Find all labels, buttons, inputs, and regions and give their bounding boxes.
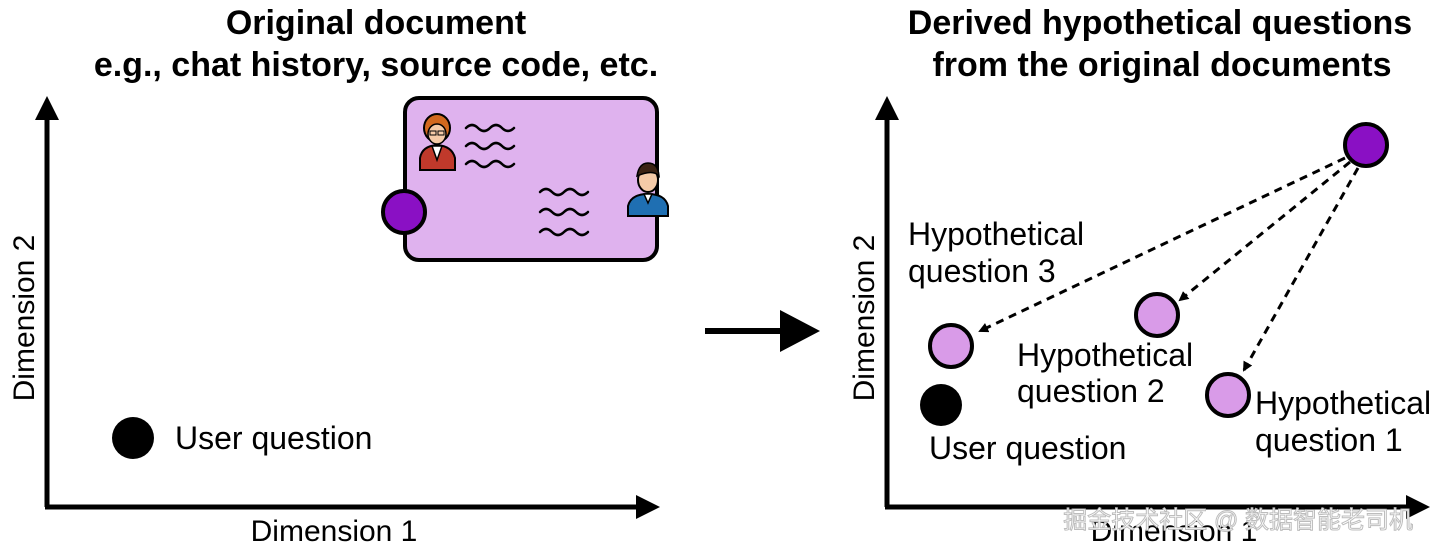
man-avatar-icon (627, 162, 669, 217)
right-title-line1: Derived hypothetical questions (908, 4, 1412, 42)
right-title-line2: from the original documents (932, 46, 1391, 84)
text-squiggle-icon (464, 123, 516, 169)
woman-avatar-icon (419, 113, 456, 171)
right-panel: Derived hypothetical questions from the … (848, 4, 1431, 548)
right-user-question-label: User question (929, 430, 1126, 466)
left-y-axis-arrowhead (35, 96, 59, 120)
left-user-question-point (112, 417, 154, 459)
left-title-line1: Original document (226, 4, 526, 42)
hypothetical-question-1-label-line2: question 1 (1255, 422, 1403, 458)
left-panel: Original document e.g., chat history, so… (8, 4, 669, 548)
dashed-arrow-to-question-2 (1178, 160, 1351, 302)
hypothetical-question-2-point (1134, 292, 1180, 338)
right-x-axis-label: Dimension 1 (1091, 515, 1258, 548)
left-x-axis-arrowhead (636, 495, 660, 519)
watermark: 掘金技术社区 @ 数据智能老司机 (1063, 507, 1413, 534)
hypothetical-question-2-label-line2: question 2 (1017, 373, 1165, 409)
left-y-axis-label: Dimension 2 (8, 235, 41, 402)
hypothetical-question-3-label-line1: Hypothetical (908, 216, 1084, 252)
dashed-arrow-to-question-3 (978, 156, 1346, 333)
hypothetical-question-3-point (928, 323, 974, 369)
left-x-axis-label: Dimension 1 (251, 515, 418, 548)
hypothetical-question-1-point (1205, 372, 1251, 418)
right-y-axis-arrowhead (875, 96, 899, 120)
right-x-axis-arrowhead (1406, 495, 1430, 519)
left-title-line2: e.g., chat history, source code, etc. (94, 46, 658, 84)
text-squiggle-icon (538, 187, 590, 237)
left-user-question-label: User question (175, 420, 372, 456)
right-y-axis-label: Dimension 2 (848, 235, 881, 402)
left-document-point (381, 189, 427, 235)
transform-arrow-icon (705, 310, 820, 352)
hypothetical-question-2-label-line1: Hypothetical (1017, 337, 1193, 373)
hypothetical-question-3-label-line2: question 3 (908, 253, 1056, 289)
right-document-point (1343, 122, 1389, 168)
right-user-question-point (920, 384, 962, 426)
dashed-arrow-to-question-1 (1242, 167, 1360, 372)
hypothetical-question-1-label-line1: Hypothetical (1255, 385, 1431, 421)
